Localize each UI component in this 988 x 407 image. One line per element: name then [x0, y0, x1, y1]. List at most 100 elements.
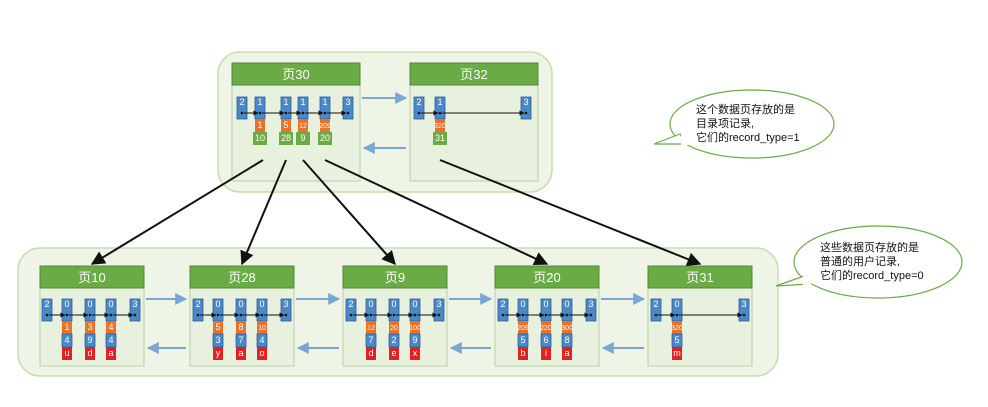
next-record-pointer: [109, 313, 113, 317]
next-record-pointer: [589, 313, 593, 317]
value-label: d: [87, 348, 92, 358]
key-label: 320: [434, 123, 446, 130]
key-cell: [298, 119, 308, 132]
column-label: 7: [368, 335, 373, 345]
key-label: 320: [671, 325, 683, 332]
n-owned-label: 0: [87, 299, 92, 309]
child-page-pointer: [240, 159, 287, 266]
value-label: a: [108, 348, 113, 358]
n-owned-label: 2: [195, 299, 200, 309]
value-cell: [389, 347, 399, 360]
key-cell: [410, 321, 420, 334]
record-cell: [280, 298, 292, 322]
value-label: u: [64, 348, 69, 358]
next-record-pointer: [675, 313, 679, 317]
column-label: 3: [215, 335, 220, 345]
key-cell: [85, 321, 95, 334]
next-record-pointer: [196, 313, 200, 317]
n-owned-label: 3: [741, 299, 746, 309]
next-record-pointer: [239, 313, 243, 317]
n-owned-label: 0: [215, 299, 220, 309]
n-owned-label: 0: [564, 299, 569, 309]
key-cell: [562, 321, 572, 334]
page-no-cell: [433, 132, 447, 145]
key-cell: [236, 321, 246, 334]
n-owned-label: 3: [132, 299, 137, 309]
value-cell: [62, 347, 72, 360]
n-owned-label: 3: [523, 97, 528, 107]
page-no-cell: [318, 132, 332, 145]
next-record-pointer: [501, 313, 505, 317]
callout-line-3: 它们的record_type=1: [696, 130, 800, 144]
n-owned-label: 1: [437, 97, 442, 107]
page-header: [342, 265, 448, 289]
n-owned-label: 1: [300, 97, 305, 107]
page-no-cell: [253, 132, 267, 145]
key-cell: [389, 321, 399, 334]
column-label: 5: [520, 335, 525, 345]
page-header: [39, 265, 145, 289]
record-cell: [520, 96, 532, 120]
value-cell: [518, 347, 528, 360]
key-cell: [541, 321, 551, 334]
page-header: [231, 62, 361, 86]
page-no-cell: [279, 132, 293, 145]
column-label: 5: [674, 335, 679, 345]
key-label: 220: [540, 325, 552, 332]
page-no-label: 28: [281, 133, 291, 143]
next-record-pointer: [301, 111, 305, 115]
column-label: 9: [87, 335, 92, 345]
key-label: 209: [517, 325, 529, 332]
n-owned-label: 0: [108, 299, 113, 309]
next-record-pointer: [240, 111, 244, 115]
value-cell: [366, 347, 376, 360]
n-owned-label: 0: [412, 299, 417, 309]
next-record-pointer: [742, 313, 746, 317]
key-label: 8: [238, 322, 243, 332]
n-owned-label: 2: [239, 97, 244, 107]
page-title: 页32: [460, 67, 487, 82]
page-header: [494, 265, 600, 289]
next-record-pointer: [258, 111, 262, 115]
child-page-pointer: [302, 159, 396, 266]
column-label: 4: [64, 335, 69, 345]
next-record-pointer: [284, 111, 288, 115]
next-record-pointer: [524, 111, 528, 115]
child-page-pointer: [439, 159, 702, 266]
key-cell: [366, 321, 376, 334]
page-no-label: 10: [255, 133, 265, 143]
next-record-pointer: [65, 313, 69, 317]
page-title: 页9: [385, 270, 405, 285]
next-record-pointer: [45, 313, 49, 317]
column-label: 4: [108, 335, 113, 345]
next-record-pointer: [565, 313, 569, 317]
next-record-pointer: [133, 313, 137, 317]
page-header: [647, 265, 753, 289]
n-owned-label: 0: [259, 299, 264, 309]
key-label: 1: [257, 120, 262, 130]
tree-arrows-layer: [90, 159, 702, 266]
key-cell: [281, 119, 291, 132]
child-page-pointer: [90, 159, 264, 265]
page-header: [409, 62, 539, 86]
next-record-pointer: [216, 313, 220, 317]
n-owned-label: 2: [348, 299, 353, 309]
key-cell: [106, 321, 116, 334]
value-cell: [541, 347, 551, 360]
value-label: b: [520, 348, 525, 358]
page-no-label: 31: [435, 133, 445, 143]
record-cell: [41, 298, 53, 322]
next-record-pointer: [437, 313, 441, 317]
key-label: 3: [87, 322, 92, 332]
key-label: 1: [64, 322, 69, 332]
value-label: x: [413, 348, 418, 358]
n-owned-label: 3: [436, 299, 441, 309]
key-cell: [435, 119, 445, 132]
key-cell: [62, 321, 72, 334]
n-owned-label: 0: [368, 299, 373, 309]
